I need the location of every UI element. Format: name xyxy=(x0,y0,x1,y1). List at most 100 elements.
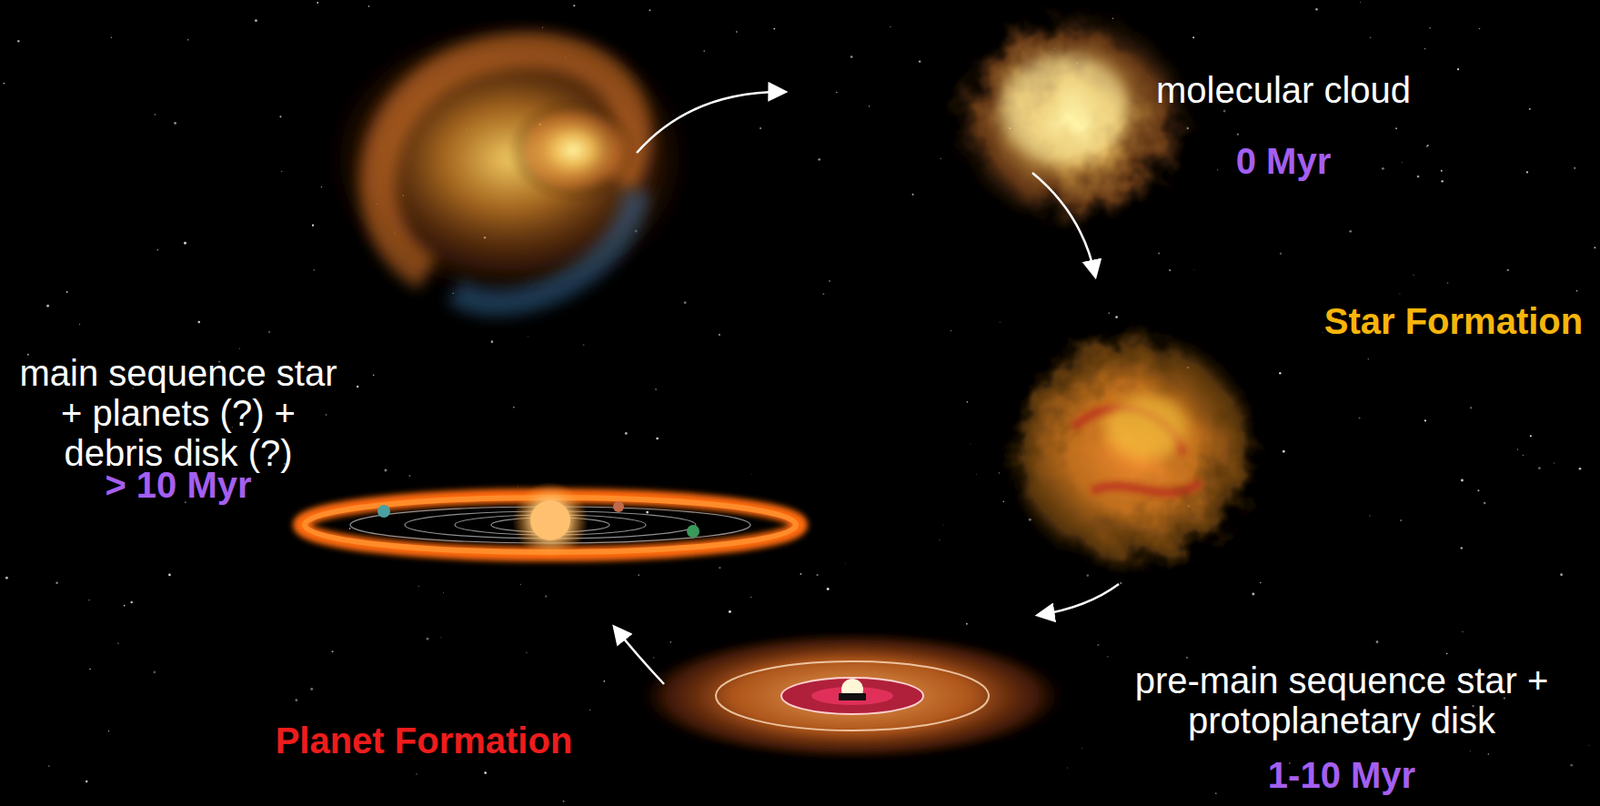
star-dot xyxy=(1559,573,1563,576)
star-dot xyxy=(868,105,870,107)
star-dot xyxy=(975,472,977,475)
star-dot xyxy=(520,583,522,585)
star-dot xyxy=(1428,27,1431,30)
star-dot xyxy=(3,82,6,85)
star-dot xyxy=(1401,161,1403,163)
star-dot xyxy=(1369,36,1372,39)
star-dot xyxy=(1479,28,1481,31)
star-dot xyxy=(440,636,443,639)
age-label: 1-10 Myr xyxy=(1267,754,1416,795)
star-dot xyxy=(117,642,120,645)
star-dot xyxy=(1477,489,1480,492)
star-dot xyxy=(645,511,649,514)
star-dot xyxy=(1217,169,1218,171)
star-dot xyxy=(1460,478,1464,482)
star-dot xyxy=(826,587,830,591)
cloud-core xyxy=(1000,54,1128,164)
star-dot xyxy=(313,269,315,271)
star-dot xyxy=(1588,744,1590,747)
star-dot xyxy=(648,9,651,11)
star-dot xyxy=(1460,546,1464,550)
star-dot xyxy=(654,388,657,391)
star-dot xyxy=(1115,315,1118,319)
star-dot xyxy=(1097,644,1099,645)
star-dot xyxy=(1002,500,1005,503)
star-dot xyxy=(368,5,371,8)
star-dot xyxy=(728,610,732,614)
star-dot xyxy=(1488,753,1490,755)
star-dot xyxy=(173,121,177,125)
star-dot xyxy=(46,304,50,308)
star-dot xyxy=(1507,269,1510,272)
galaxy-arm xyxy=(454,191,637,303)
star-dot xyxy=(316,1,319,4)
star-dot xyxy=(573,4,575,7)
star-dot xyxy=(943,523,946,526)
star-dot xyxy=(1573,167,1576,170)
star-dot xyxy=(5,576,9,580)
star-dot xyxy=(331,650,333,653)
star-dot xyxy=(442,591,445,594)
cycle-arrows xyxy=(614,91,1119,685)
star-dot xyxy=(938,539,940,541)
star-shadow xyxy=(838,693,866,701)
star-dot xyxy=(1424,419,1427,422)
star-dot xyxy=(1529,108,1531,111)
star-dot xyxy=(79,322,81,325)
star-dot xyxy=(513,406,514,408)
star-dot xyxy=(637,573,640,576)
star-dot xyxy=(850,55,854,59)
star-dot xyxy=(183,241,187,245)
star-dot xyxy=(1446,653,1449,655)
star-dot xyxy=(750,596,752,598)
star-dot xyxy=(1426,145,1429,148)
phase-heading: Star Formation xyxy=(1324,301,1583,342)
star-dot xyxy=(912,193,915,196)
star-disc xyxy=(530,500,571,541)
star-dot xyxy=(750,472,753,475)
star-dot xyxy=(239,347,241,349)
disk-gap xyxy=(781,677,924,715)
star-dot xyxy=(1259,582,1262,584)
star-dot xyxy=(281,171,282,172)
star-dot xyxy=(1440,170,1443,172)
star-dot xyxy=(940,157,942,159)
star-dot xyxy=(889,26,892,29)
star-dot xyxy=(817,158,821,162)
star-dot xyxy=(1368,514,1370,516)
star-dot xyxy=(1569,764,1573,767)
main-sequence-star xyxy=(512,482,589,559)
spiral-galaxy xyxy=(318,13,701,305)
star-dot xyxy=(1080,747,1083,750)
star-dot xyxy=(1282,450,1286,453)
star-dot xyxy=(1223,110,1227,113)
star-dot xyxy=(1412,274,1414,276)
star-dot xyxy=(563,800,565,803)
phase-heading: Planet Formation xyxy=(275,720,574,761)
star-dot xyxy=(966,623,968,625)
star-dot xyxy=(822,292,825,295)
star-dot xyxy=(1237,133,1239,136)
star-dot xyxy=(1278,372,1281,374)
star-dot xyxy=(156,249,159,252)
clump-shape xyxy=(996,322,1269,578)
star-dot xyxy=(759,127,762,130)
star-dot xyxy=(153,113,156,116)
star-dot xyxy=(1315,8,1318,11)
collapsing-core xyxy=(996,322,1269,578)
star-dot xyxy=(525,652,527,654)
star-dot xyxy=(966,401,969,403)
star-dot xyxy=(325,413,327,415)
star-dot xyxy=(655,437,659,441)
star-dot xyxy=(1579,467,1582,471)
star-dot xyxy=(198,321,202,324)
star-dot xyxy=(1359,1,1361,3)
star-dot xyxy=(1348,230,1352,233)
stage-label: main sequence star + planets (?) + debri… xyxy=(10,352,346,473)
star-dot xyxy=(1424,48,1426,50)
star-dot xyxy=(815,573,818,576)
star-dot xyxy=(372,374,375,377)
star-dot xyxy=(1193,268,1196,271)
star-dot xyxy=(1395,127,1398,130)
